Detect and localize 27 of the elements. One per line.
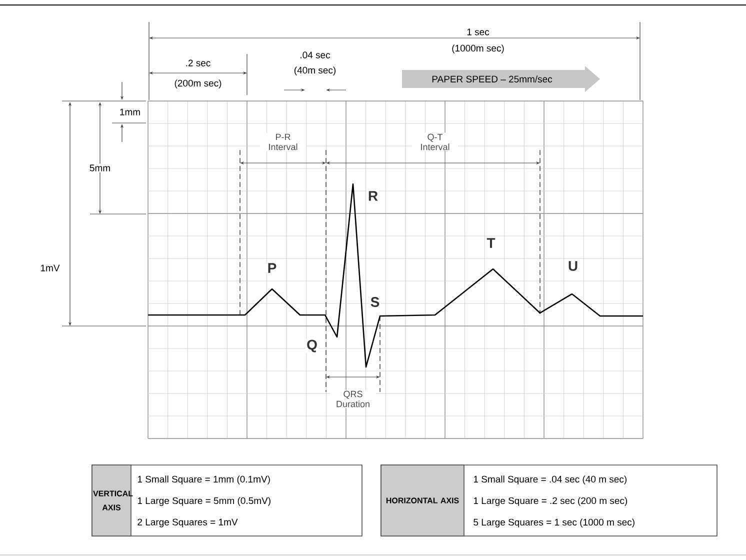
table-row-text: 5 Large Squares = 1 sec (1000 m sec) — [474, 518, 634, 528]
header-cell: VERTICAL AXIS — [92, 464, 133, 536]
dimension-label: 1mV — [40, 264, 60, 272]
table-row-text: 1 Small Square = 1mm (0.1mV) — [138, 476, 270, 484]
wave-label: R — [366, 190, 380, 202]
dimension-label: .04 sec — [300, 52, 330, 58]
dimension-label: 1 sec — [466, 28, 490, 36]
interval-label: Q-T Interval — [412, 132, 458, 152]
dimension-label: .2 sec — [184, 58, 212, 68]
speed-banner: PAPER SPEED – 25mm/sec — [402, 66, 600, 92]
table-row-text: 2 Large Squares = 1mV — [138, 518, 238, 528]
table-row-text: 1 Small Square = .04 sec (40 m sec) — [474, 476, 626, 484]
interval-label: QRS Duration — [330, 390, 376, 408]
dimension-label: (40m sec) — [294, 66, 336, 76]
wave-label: S — [369, 296, 381, 308]
wave-label: P — [266, 262, 278, 274]
dimension-label: 5mm — [88, 164, 112, 172]
interval-label: P-R Interval — [260, 132, 306, 152]
dimension-label: (1000m sec) — [450, 44, 506, 54]
dimension-label: 1mm — [120, 108, 140, 116]
wave-label: T — [486, 237, 496, 249]
table-row-text: 1 Large Square = .2 sec (200 m sec) — [474, 497, 628, 506]
table-row-text: 1 Large Square = 5mm (0.5mV) — [138, 497, 270, 506]
wave-label: U — [566, 260, 580, 272]
header-cell: HORIZONTAL AXIS — [380, 464, 464, 536]
wave-label: Q — [306, 338, 318, 354]
dimension-label: (200m sec) — [174, 80, 222, 88]
